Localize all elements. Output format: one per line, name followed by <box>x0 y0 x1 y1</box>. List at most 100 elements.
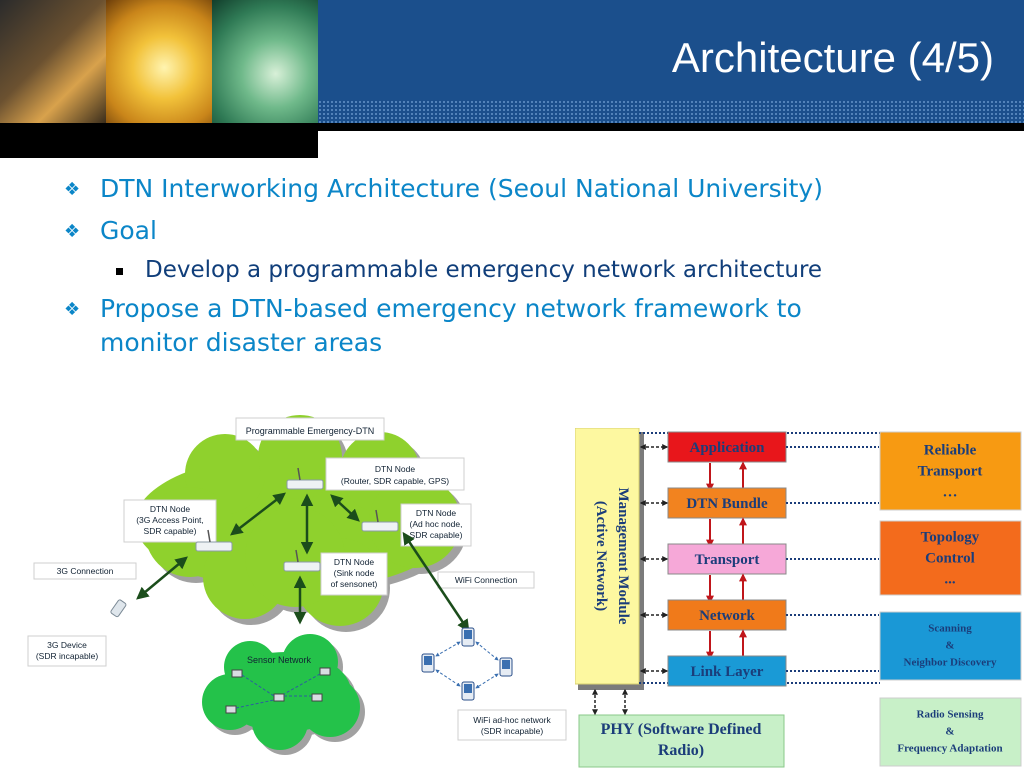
svg-text:(Sink node: (Sink node <box>334 568 375 578</box>
dtn-node-sink-label: DTN Node (Sink node of sensonet) <box>320 552 388 596</box>
side-module-radio-sensing: Radio Sensing & Frequency Adaptation <box>879 697 1022 767</box>
network-diagram: Programmable Emergency-DTN DTN Node (Rou… <box>20 412 580 768</box>
svg-text:DTN Node: DTN Node <box>150 504 190 514</box>
side-module-scanning: Scanning & Neighbor Discovery <box>879 611 1022 681</box>
wifi-adhoc-label: WiFi ad-hoc network (SDR incapable) <box>457 709 567 741</box>
side-module-text: Frequency Adaptation <box>897 743 1002 755</box>
svg-text:PHY (Software Defined: PHY (Software Defined <box>601 721 762 738</box>
svg-text:3G Device: 3G Device <box>47 640 87 650</box>
sensor-icon <box>225 705 237 714</box>
diamond-bullet-icon: ❖ <box>64 179 81 200</box>
svg-text:DTN Node: DTN Node <box>416 508 456 518</box>
side-module-text: Transport <box>918 464 983 480</box>
sensor-icon <box>311 693 323 702</box>
sensor-nodes <box>225 667 331 714</box>
wifi-adhoc-devices <box>421 627 513 701</box>
node-links <box>136 492 470 633</box>
bullet-text: Develop a programmable emergency network… <box>145 257 823 283</box>
sensor-network-cloud <box>202 634 365 755</box>
slide-title: Architecture (4/5) <box>671 34 994 81</box>
bullet-text: DTN Interworking Architecture (Seoul Nat… <box>100 174 823 203</box>
svg-text:of sensonet): of sensonet) <box>331 579 378 589</box>
sensor-icon <box>231 669 243 678</box>
svg-text:WiFi ad-hoc network: WiFi ad-hoc network <box>473 715 551 725</box>
diamond-bullet-icon: ❖ <box>64 221 81 242</box>
svg-text:(Router, SDR capable, GPS): (Router, SDR capable, GPS) <box>341 476 449 486</box>
wifi-connection-label: WiFi Connection <box>437 571 535 589</box>
title-dot-pattern <box>318 100 1024 123</box>
header-photo-hand <box>0 0 106 123</box>
pda-icon <box>421 653 435 673</box>
diamond-bullet-icon: ❖ <box>64 299 81 320</box>
layer-label: Network <box>699 608 755 624</box>
pda-icon <box>499 657 513 677</box>
bullet-text: Propose a DTN-based emergency network fr… <box>100 294 802 323</box>
svg-text:(Active Network): (Active Network) <box>593 501 609 611</box>
3g-device-label: 3G Device (SDR incapable) <box>27 635 107 667</box>
phy-layer: PHY (Software Defined Radio) <box>578 714 785 768</box>
bullet-text: Goal <box>100 216 157 245</box>
side-module-text: & <box>945 640 954 652</box>
protocol-stack-diagram: Management Module (Active Network) Appli… <box>574 427 1024 768</box>
layer-label: Application <box>689 440 765 456</box>
dtn-node-adhoc-label: DTN Node (Ad hoc node, SDR capable) <box>400 503 472 547</box>
layer-dtn-bundle: DTN Bundle <box>639 487 879 548</box>
svg-text:Programmable Emergency-DTN: Programmable Emergency-DTN <box>246 426 375 436</box>
sensor-network-label: Sensor Network <box>247 655 312 665</box>
slide-header: Architecture (4/5) <box>0 0 1024 158</box>
sensor-icon <box>273 693 285 702</box>
svg-text:WiFi Connection: WiFi Connection <box>455 575 518 585</box>
side-module-text: Reliable <box>924 443 977 459</box>
dtn-node-3g-ap-label: DTN Node (3G Access Point, SDR capable) <box>123 499 217 543</box>
svg-text:Radio): Radio) <box>658 742 704 759</box>
pda-icon <box>461 681 475 701</box>
side-module-text: Control <box>925 551 975 567</box>
svg-text:(3G Access Point,: (3G Access Point, <box>136 515 204 525</box>
svg-text:Sensor Network: Sensor Network <box>247 655 312 665</box>
svg-text:SDR capable): SDR capable) <box>144 526 197 536</box>
layer-transport: Transport <box>639 543 879 604</box>
layer-link-layer: Link Layer <box>639 655 879 687</box>
svg-text:DTN Node: DTN Node <box>375 464 415 474</box>
side-module-text: ... <box>944 572 956 588</box>
side-module-text: Scanning <box>928 623 972 635</box>
svg-text:DTN Node: DTN Node <box>334 557 374 567</box>
svg-text:Management Module: Management Module <box>615 487 631 624</box>
3g-connection-label: 3G Connection <box>33 562 137 580</box>
svg-text:SDR capable): SDR capable) <box>410 530 463 540</box>
bullet-text-continued: monitor disaster areas <box>100 328 383 357</box>
router-icon <box>361 509 399 532</box>
router-icon <box>283 549 321 572</box>
side-module-text: … <box>943 485 958 501</box>
svg-text:3G Connection: 3G Connection <box>57 566 114 576</box>
sensor-icon <box>319 667 331 676</box>
layer-label: Transport <box>695 552 760 568</box>
svg-text:(SDR incapable): (SDR incapable) <box>481 726 544 736</box>
side-module-reliable: ReliableTransport … <box>879 431 1022 511</box>
header-divider-block <box>0 123 318 158</box>
layer-application: Application <box>639 431 879 492</box>
square-bullet-icon <box>116 268 123 275</box>
layer-label: DTN Bundle <box>686 496 768 512</box>
side-module-topology: TopologyControl... <box>879 520 1022 596</box>
layer-network: Network <box>639 599 879 660</box>
svg-text:(Ad hoc node,: (Ad hoc node, <box>410 519 463 529</box>
router-icon <box>195 529 233 552</box>
side-module-text: & <box>945 726 954 738</box>
phy-links <box>592 688 628 716</box>
management-module: Management Module (Active Network) <box>574 427 644 690</box>
side-module-text: Topology <box>921 530 980 546</box>
pda-icon <box>461 627 475 647</box>
header-photo-mouse <box>212 0 318 123</box>
side-module-text: Neighbor Discovery <box>904 657 997 669</box>
router-icon <box>286 467 324 490</box>
side-module-text: Radio Sensing <box>917 709 984 721</box>
svg-text:(SDR incapable): (SDR incapable) <box>36 651 99 661</box>
header-divider <box>0 123 1024 131</box>
dtn-node-router-label: DTN Node (Router, SDR capable, GPS) <box>325 457 465 491</box>
cloud-label: Programmable Emergency-DTN <box>235 417 385 441</box>
layer-label: Link Layer <box>691 664 764 680</box>
header-photo-keys <box>106 0 212 123</box>
